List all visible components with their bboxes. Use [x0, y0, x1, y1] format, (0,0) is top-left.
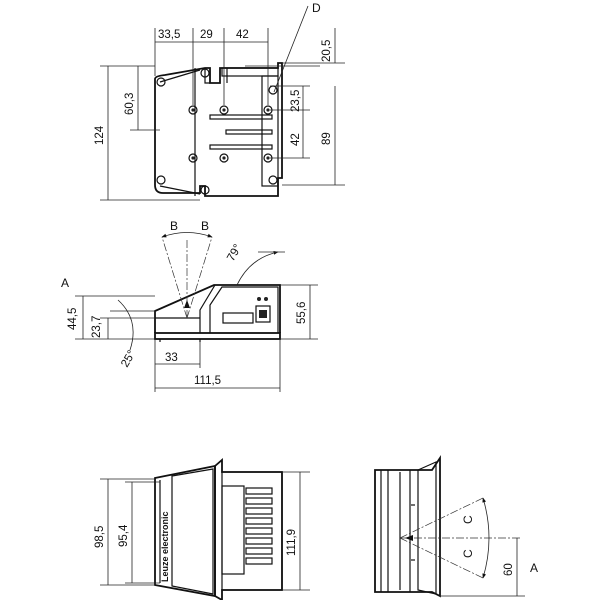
- cooling-fins: [245, 487, 273, 565]
- label-b-left: B: [170, 219, 178, 233]
- label-c-lower: C: [461, 549, 475, 558]
- dim-111-9: 111,9: [286, 529, 298, 556]
- dim-89: 89: [321, 132, 333, 145]
- dim-60-3: 60,3: [124, 93, 136, 115]
- dim-23-7: 23,7: [91, 316, 103, 338]
- dim-124: 124: [94, 125, 106, 145]
- side-view-body: [154, 284, 281, 333]
- dim-29: 29: [200, 29, 213, 41]
- mounting-holes: [188, 105, 273, 163]
- label-d: D: [312, 1, 321, 15]
- dim-98-5: 98,5: [94, 526, 106, 548]
- window-hatched: [171, 468, 214, 595]
- dim-33: 33: [165, 352, 178, 364]
- brand-text: Leuze electronic: [160, 511, 170, 582]
- dim-20-5: 20,5: [321, 40, 333, 62]
- rear-window-hatched: [417, 461, 437, 595]
- label-b-right: B: [201, 219, 209, 233]
- dim-23-5: 23,5: [290, 90, 302, 112]
- label-a-side: A: [61, 276, 69, 290]
- dim-111-5: 111,5: [194, 375, 221, 387]
- label-c-upper: C: [461, 515, 475, 524]
- dim-95-4: 95,4: [118, 524, 130, 547]
- dim-44-5: 44,5: [67, 308, 79, 330]
- dim-33-5: 33,5: [158, 29, 180, 41]
- dim-60: 60: [503, 563, 515, 576]
- leader-d: [273, 5, 309, 93]
- rear-view: C C 60 A: [374, 455, 538, 598]
- top-view: 33,5 29 42 D 20,5 23,5 42 89 60,3 124: [94, 1, 345, 201]
- front-view: Leuze electronic 98,5 95,4 111,9: [94, 458, 310, 600]
- display-window: [222, 312, 254, 324]
- dim-42-horizontal: 42: [236, 29, 249, 41]
- side-view: B B 79° A 44,5 23,7 25° 33 111,5 55,6: [61, 219, 318, 392]
- label-a-rear: A: [530, 561, 538, 575]
- dim-79-deg: 79°: [225, 242, 244, 263]
- dim-55-6: 55,6: [296, 302, 308, 324]
- dim-25-deg: 25°: [119, 348, 138, 369]
- dim-42-vertical: 42: [290, 133, 302, 146]
